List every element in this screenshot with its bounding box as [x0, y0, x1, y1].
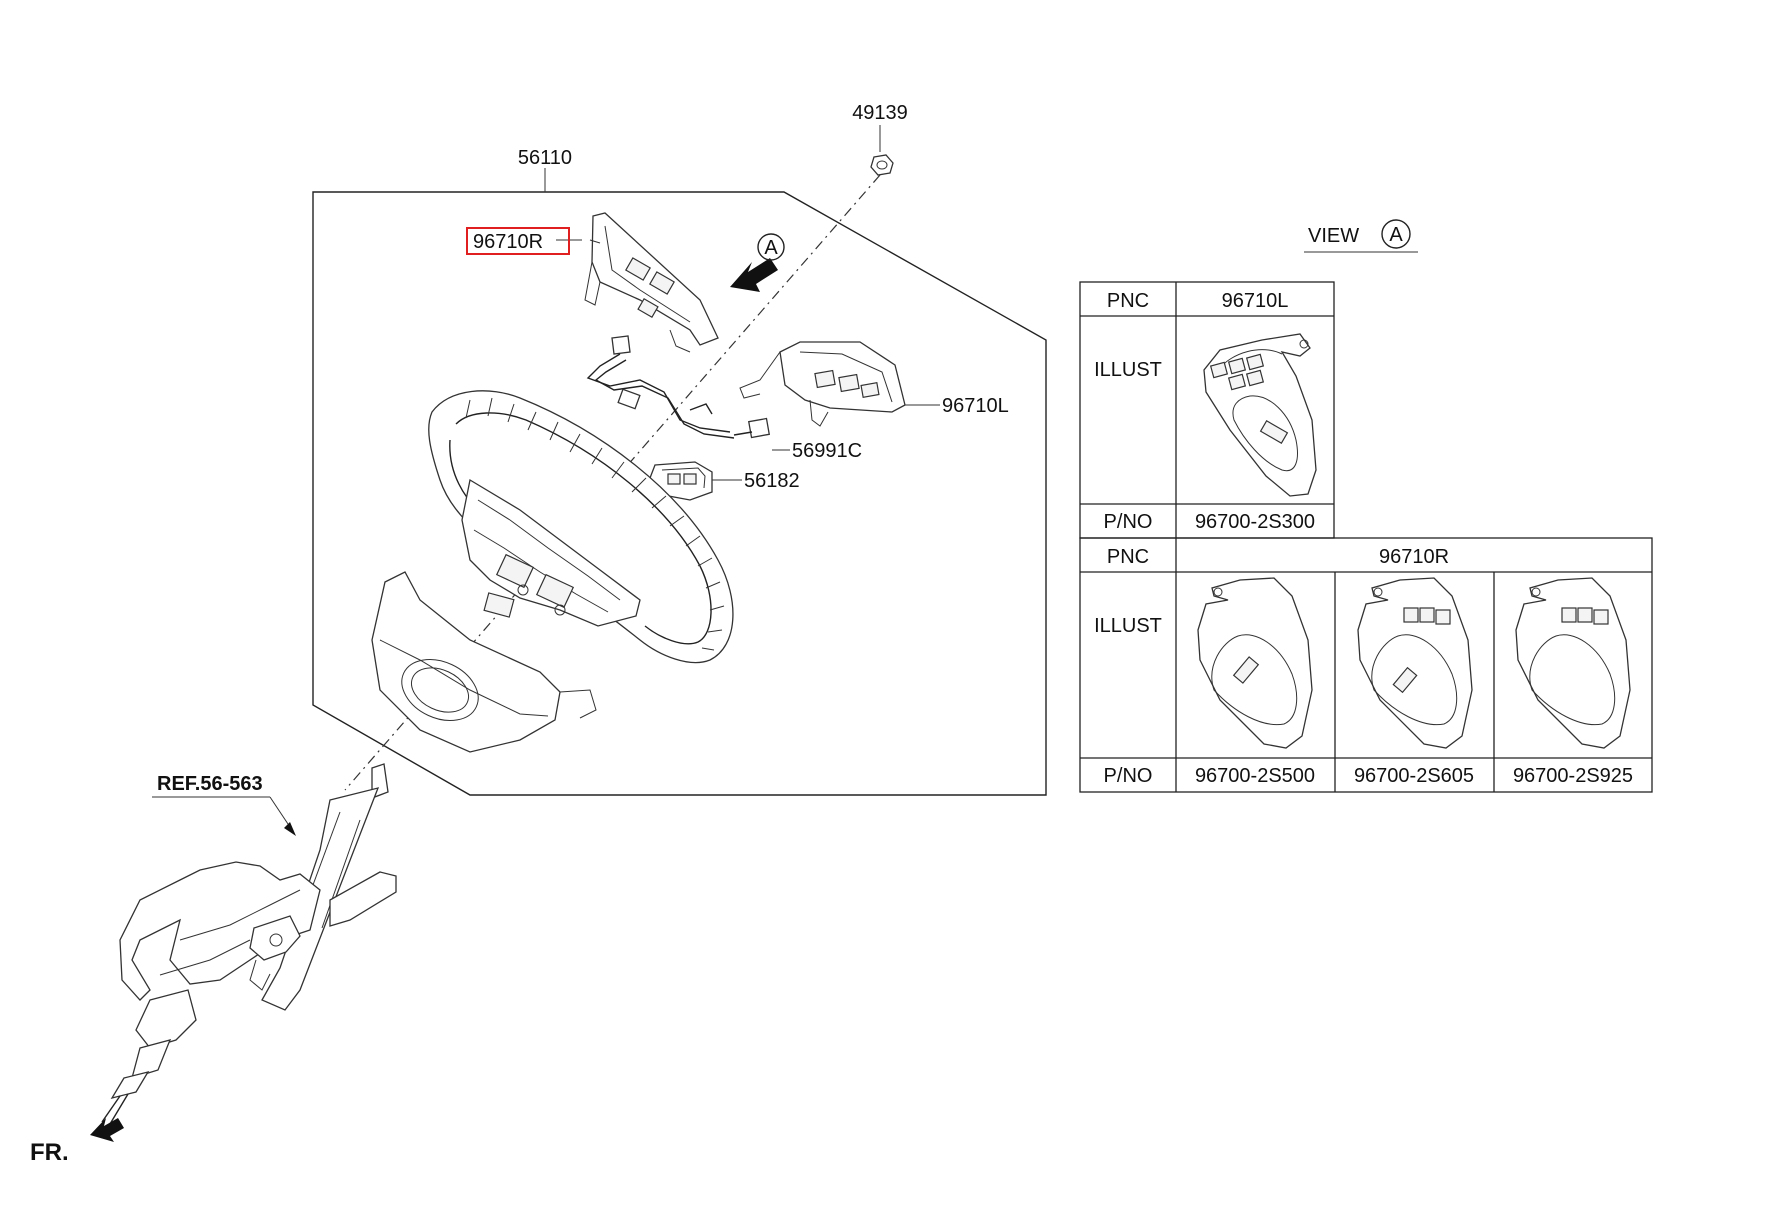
callout-96710r[interactable]: 96710R [473, 231, 543, 253]
callout-96710l[interactable]: 96710L [942, 395, 1009, 417]
view-a-letter: A [764, 237, 778, 259]
table-right: PNC 96710R ILLUST P/NO 96700-2S500 96700… [1079, 537, 1653, 793]
switch-illust-right-1 [1197, 577, 1313, 749]
callout-column-ref[interactable]: REF.56-563 [157, 773, 263, 795]
column-ref-leader [152, 796, 296, 836]
front-label: FR. [30, 1139, 69, 1166]
extension-wire-part[interactable] [586, 335, 771, 439]
steering-column-part[interactable] [101, 763, 397, 1125]
table-left-pno-1[interactable]: 96700-2S300 [1195, 511, 1315, 533]
switch-illust-right-3 [1515, 577, 1631, 749]
view-letter: A [1389, 224, 1403, 246]
table-right-pnc-label: PNC [1107, 546, 1149, 568]
nut-part[interactable] [870, 125, 894, 176]
switch-illust-left-1 [1203, 333, 1317, 497]
table-left-pnc-label: PNC [1107, 290, 1149, 312]
table-left-pnc-value: 96710L [1222, 290, 1289, 312]
table-right-pno-2[interactable]: 96700-2S605 [1354, 765, 1474, 787]
switch-illust-right-2 [1357, 577, 1473, 749]
table-right-pnc-value: 96710R [1379, 546, 1449, 568]
table-right-pno-3[interactable]: 96700-2S925 [1513, 765, 1633, 787]
callout-56991c[interactable]: 56991C [792, 440, 862, 462]
table-left: PNC 96710L ILLUST P/NO 96700-2S300 [1079, 281, 1335, 539]
lower-cover-part[interactable] [371, 571, 597, 753]
view-a-arrow [730, 233, 785, 292]
callout-49139: 49139 [852, 102, 908, 124]
front-arrow [90, 1118, 124, 1142]
view-a-header: VIEW A [1304, 219, 1418, 253]
center-axis [344, 174, 881, 791]
assembly-outline [312, 168, 1047, 796]
callout-56182[interactable]: 56182 [744, 470, 800, 492]
highlight-box [466, 227, 570, 255]
table-left-pno-label: P/NO [1104, 511, 1153, 533]
table-right-pno-1[interactable]: 96700-2S500 [1195, 765, 1315, 787]
remote-left-part[interactable] [739, 341, 940, 427]
callout-56110: 56110 [518, 147, 572, 169]
view-word: VIEW [1308, 225, 1359, 247]
table-right-illust-label: ILLUST [1094, 615, 1162, 637]
table-right-pno-label: P/NO [1104, 765, 1153, 787]
table-left-illust-label: ILLUST [1094, 359, 1162, 381]
remote-right-part[interactable] [584, 212, 719, 353]
steering-wheel-part[interactable] [428, 390, 734, 664]
